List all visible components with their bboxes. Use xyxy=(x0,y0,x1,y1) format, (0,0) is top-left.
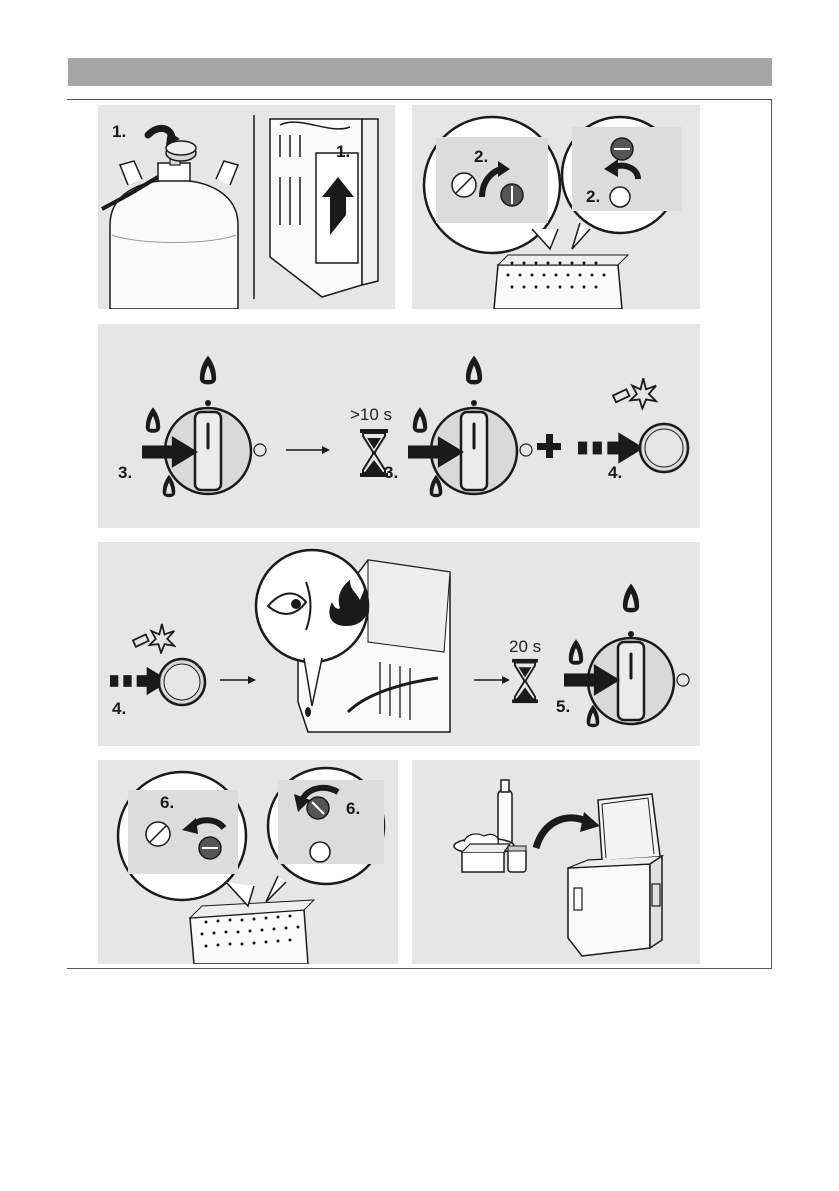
step-label: 1. xyxy=(336,142,350,161)
arrow-right-icon xyxy=(578,432,644,463)
timer-label: >10 s xyxy=(350,405,392,424)
step-label: 3. xyxy=(118,463,132,482)
indicator-light xyxy=(677,674,689,686)
panel-set-controls: 2. 2. xyxy=(412,105,700,309)
step-label: 3. xyxy=(384,463,398,482)
flame-icon xyxy=(146,407,160,433)
plus-icon xyxy=(537,434,561,458)
indicator-light xyxy=(520,444,532,456)
hourglass-icon xyxy=(512,659,538,703)
step-label: 5. xyxy=(556,697,570,716)
panel-load-food xyxy=(412,760,700,964)
gas-bottle-icon xyxy=(110,180,238,309)
indicator-light xyxy=(254,444,266,456)
ignition-spark-icon xyxy=(133,624,174,653)
step-label: 2. xyxy=(474,147,488,166)
timer-label: 20 s xyxy=(509,637,541,656)
step-label: 4. xyxy=(608,463,622,482)
flame-icon xyxy=(200,356,216,385)
section-header-bar xyxy=(68,58,772,86)
panel-gas-connection: 1. xyxy=(250,105,395,309)
ignition-spark-icon xyxy=(613,378,656,408)
flame-icon xyxy=(413,407,427,433)
panel-open-gas-valve: 1. xyxy=(98,105,250,309)
panel-check-flame: 4. 20 s 5. xyxy=(98,542,700,746)
food-box-icon xyxy=(462,852,504,872)
flame-icon xyxy=(623,584,639,613)
step-label: 6. xyxy=(346,799,360,818)
panel-ignite-and-hold: >10 s 3. 3. 4. xyxy=(98,324,700,528)
flame-icon xyxy=(466,356,482,385)
flame-icon xyxy=(569,639,583,665)
step-label: 2. xyxy=(586,187,600,206)
step-label: 6. xyxy=(160,793,174,812)
panel-set-temperature: 6. 6. xyxy=(98,760,398,964)
step-label: 4. xyxy=(112,699,126,718)
step-label: 1. xyxy=(112,122,126,141)
jar-icon xyxy=(508,848,526,872)
